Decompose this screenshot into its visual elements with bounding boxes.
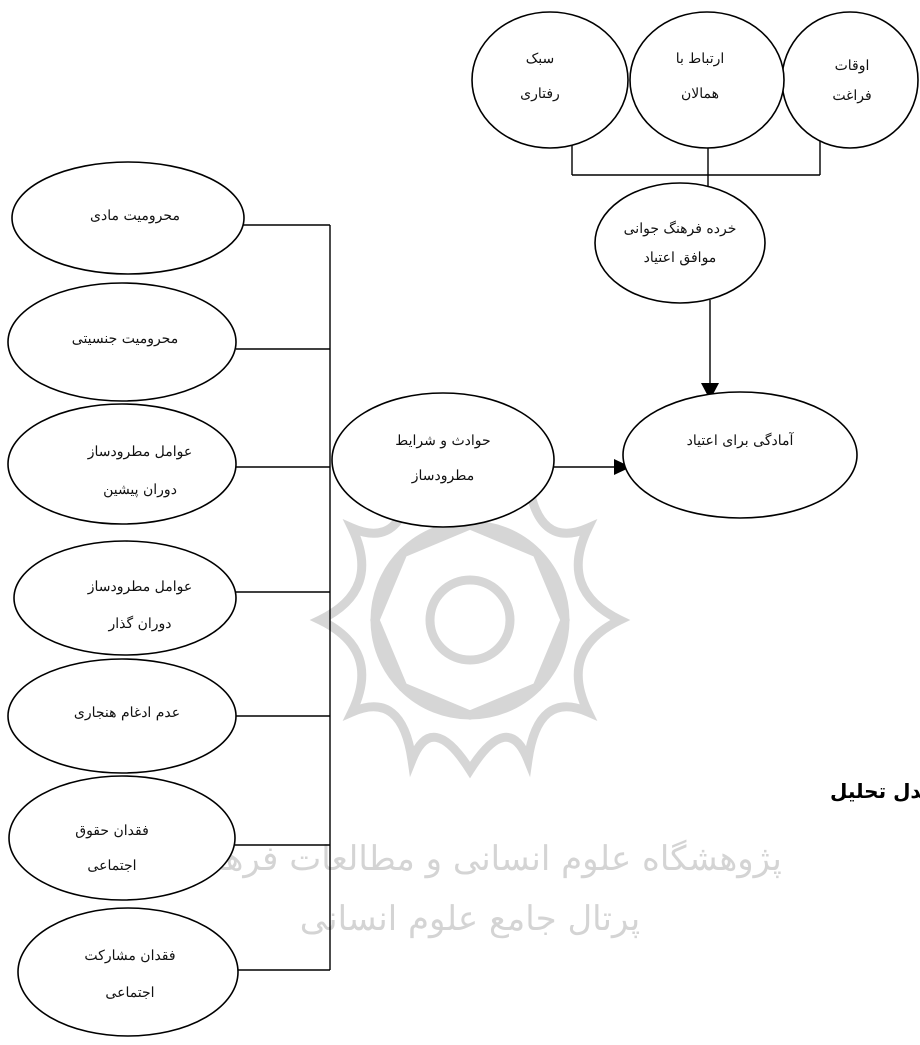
node-events-line-2: مطرودساز bbox=[411, 468, 474, 484]
arrowhead-down bbox=[701, 383, 719, 400]
node-material: محرومیت مادی bbox=[11, 161, 245, 275]
node-rights: فقدان حقوق اجتماعی bbox=[8, 775, 236, 901]
node-past-line-1: عوامل مطرودساز bbox=[87, 444, 193, 460]
node-participation: فقدان مشارکت اجتماعی bbox=[17, 907, 239, 1037]
node-peers-line-2: همالان bbox=[681, 86, 719, 102]
watermark: پژوهشگاه علوم انسانی و مطالعات فرهنگی پر… bbox=[168, 461, 782, 939]
node-sexual: محرومیت جنسیتی bbox=[7, 282, 237, 402]
node-behavior-line-2: رفتاری bbox=[520, 86, 560, 102]
node-behavior-line-1: سبک bbox=[526, 51, 555, 67]
node-leisure-line-2: فراغت bbox=[832, 88, 871, 104]
node-normative-line-1: عدم ادغام هنجاری bbox=[74, 705, 180, 721]
node-sexual-line-1: محرومیت جنسیتی bbox=[72, 331, 178, 347]
node-material-line-1: محرومیت مادی bbox=[90, 208, 180, 224]
node-rights-line-1: فقدان حقوق bbox=[75, 823, 149, 839]
node-events: حوادث و شرایط مطرودساز bbox=[331, 392, 555, 528]
node-rights-line-2: اجتماعی bbox=[87, 858, 136, 874]
node-behavior: سبک رفتاری bbox=[471, 11, 629, 149]
node-peers: ارتباط با همالان bbox=[629, 11, 785, 149]
node-readiness-line-1: آمادگی برای اعتیاد bbox=[687, 431, 795, 449]
node-peers-line-1: ارتباط با bbox=[676, 51, 725, 67]
node-participation-line-1: فقدان مشارکت bbox=[84, 948, 175, 964]
node-participation-line-2: اجتماعی bbox=[105, 985, 154, 1001]
node-transition-line-2: دوران گذار bbox=[107, 615, 171, 632]
node-normative: عدم ادغام هنجاری bbox=[7, 658, 237, 774]
node-subculture-line-2: موافق اعتیاد bbox=[644, 250, 717, 266]
node-past: عوامل مطرودساز دوران پیشین bbox=[7, 403, 237, 525]
node-subculture-line-1: خرده فرهنگ جوانی bbox=[624, 220, 737, 237]
node-leisure: اوقات فراغت bbox=[781, 11, 919, 149]
node-past-line-2: دوران پیشین bbox=[103, 482, 177, 498]
arrowhead-right bbox=[614, 459, 631, 475]
node-leisure-line-1: اوقات bbox=[835, 58, 870, 74]
watermark-line-2: پرتال جامع علوم انسانی bbox=[300, 899, 640, 939]
node-subculture: خرده فرهنگ جوانی موافق اعتیاد bbox=[594, 182, 766, 304]
node-transition-line-1: عوامل مطرودساز bbox=[87, 579, 193, 595]
node-readiness: آمادگی برای اعتیاد bbox=[622, 391, 858, 519]
node-events-line-1: حوادث و شرایط bbox=[395, 433, 490, 449]
node-transition: عوامل مطرودساز دوران گذار bbox=[13, 540, 237, 656]
figure-caption: نمودار ۳. مدل تحلیل bbox=[830, 779, 920, 803]
